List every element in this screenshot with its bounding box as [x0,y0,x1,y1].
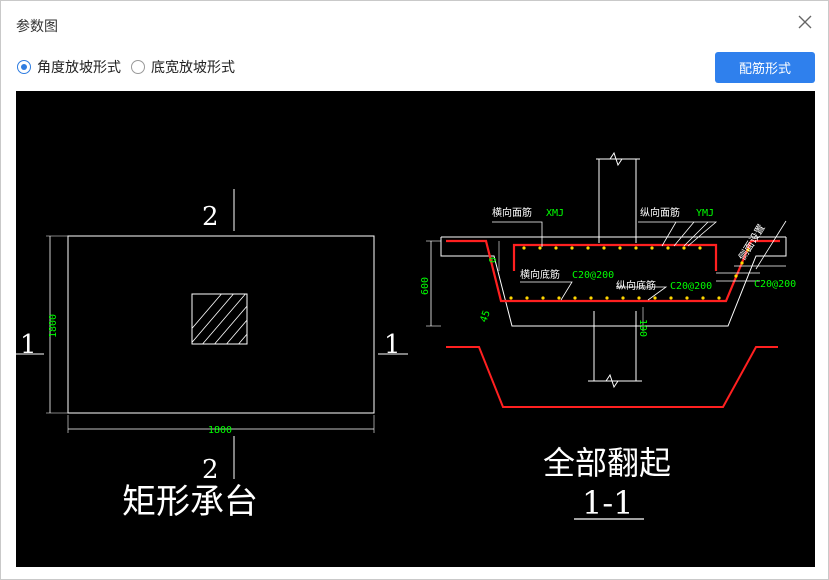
option-width-slope[interactable]: 底宽放坡形式 [131,57,235,77]
section-caption: 全部翻起 [543,444,671,482]
label-longitudinal-bottom: 纵向底筋 [616,279,656,292]
dim-top: 0 [488,257,499,263]
dim-height: 600 [420,277,431,295]
label-transverse-bottom-code: C20@200 [572,270,614,281]
section-mark-left: 1 [20,330,37,360]
radio-angle-slope[interactable] [17,60,31,74]
column-hatch [192,294,247,344]
label-transverse-top: 横向面筋 [492,206,532,219]
leader-lines [492,220,787,301]
dim-angle: 45 [478,309,492,324]
section-name: 1-1 [582,484,634,522]
plan-caption: 矩形承台 [122,482,258,522]
section-mark-bottom: 2 [202,455,219,485]
label-transverse-top-code: XMJ [546,208,564,219]
label-side-code: C20@200 [754,279,796,290]
option-angle-slope-label: 角度放坡形式 [37,60,121,76]
rebar-dots [509,246,750,300]
label-longitudinal-bottom-code: C20@200 [670,281,712,292]
label-longitudinal-top-code: YMJ [696,208,714,219]
section-cap-outline [440,237,787,327]
break-mark-top [596,151,640,167]
excavation-outline [446,346,778,408]
plan-view: 1800 1800 1 1 2 2 矩形承台 [16,189,408,522]
dim-pile: 100 [637,319,648,337]
close-icon[interactable] [796,13,814,31]
section-mark-right: 1 [384,330,401,360]
rebar-top [512,243,718,271]
section-column-top [598,158,637,243]
rebar-bottom [446,239,780,303]
drawing-svg: 1800 1800 1 1 2 2 矩形承台 [16,151,796,522]
section-pile [593,311,637,382]
label-transverse-bottom: 横向底筋 [520,268,560,281]
section-mark-top: 2 [202,202,219,232]
slope-mode-options: 角度放坡形式 底宽放坡形式 [17,57,245,77]
section-labels: 横向面筋 XMJ 纵向面筋 YMJ 横向底筋 C20@200 纵向底筋 C20@… [420,206,796,337]
parameter-drawing-canvas: 1800 1800 1 1 2 2 矩形承台 [16,91,815,567]
label-longitudinal-top: 纵向面筋 [640,206,680,219]
plan-column [191,293,248,345]
plan-dim-horizontal: 1800 [208,425,232,436]
plan-dim-vertical: 1800 [48,314,59,338]
radio-width-slope[interactable] [131,60,145,74]
break-mark-bottom [588,373,642,389]
dialog-title: 参数图 [16,19,58,35]
option-width-slope-label: 底宽放坡形式 [151,60,235,76]
plan-outline [67,235,375,414]
rebar-form-button[interactable]: 配筋形式 [715,52,815,83]
section-view: 横向面筋 XMJ 纵向面筋 YMJ 横向底筋 C20@200 纵向底筋 C20@… [420,151,796,522]
option-angle-slope[interactable]: 角度放坡形式 [17,57,121,77]
